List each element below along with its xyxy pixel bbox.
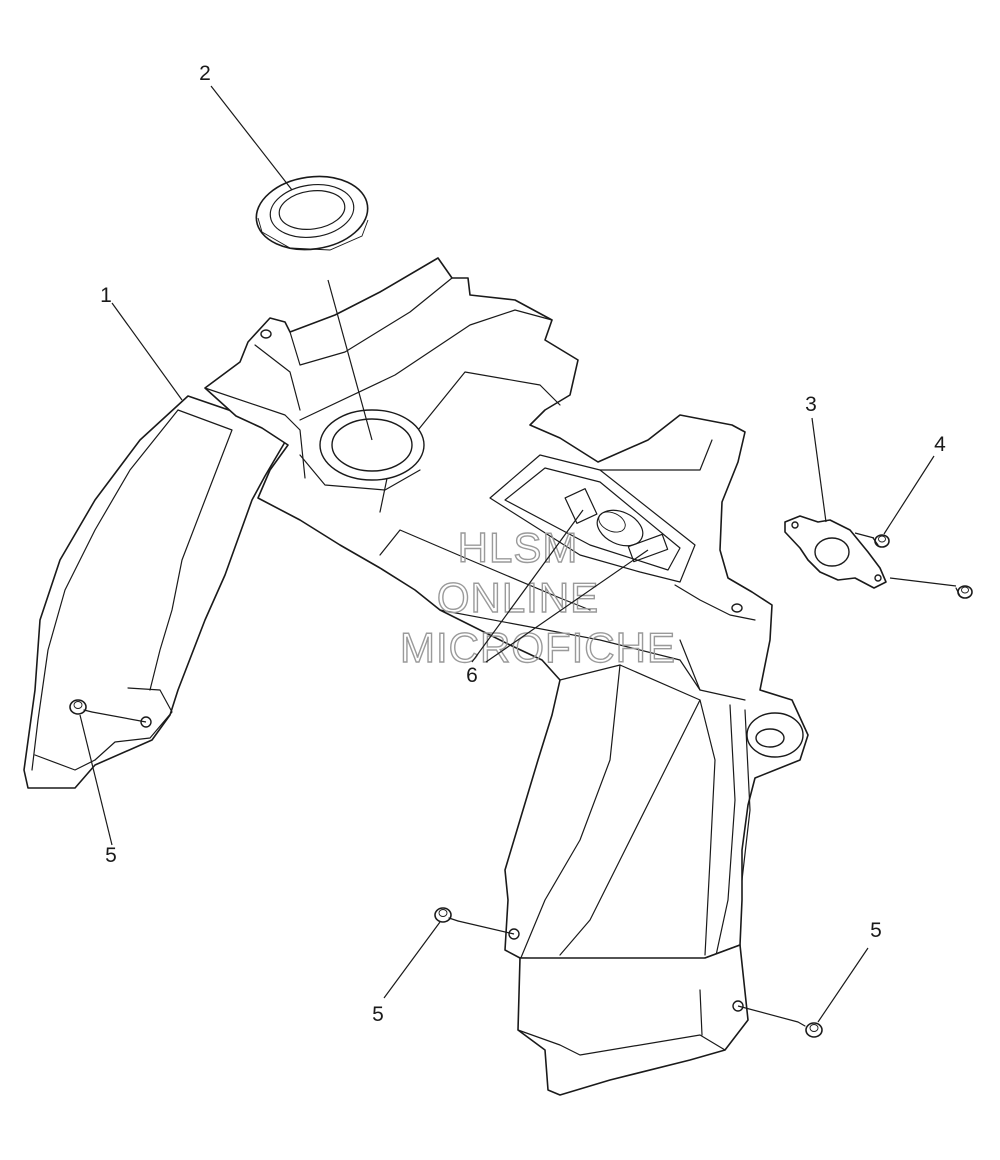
screw-plate-lower bbox=[955, 585, 973, 599]
watermark-line-3: MICROFICHE bbox=[400, 624, 676, 671]
callout-3: 3 bbox=[805, 393, 817, 416]
rivet-middle bbox=[434, 907, 459, 923]
tank-cover bbox=[23, 257, 809, 963]
callout-5-left: 5 bbox=[105, 844, 117, 867]
watermark-line-2: ONLINE bbox=[437, 574, 599, 621]
callout-5-right: 5 bbox=[870, 919, 882, 942]
screw-4 bbox=[872, 534, 890, 548]
filler-ring bbox=[255, 175, 369, 251]
callout-2: 2 bbox=[199, 62, 211, 85]
callout-labels: 1 2 3 4 5 5 5 6 bbox=[100, 62, 946, 1026]
rivet-left bbox=[69, 699, 93, 715]
mounting-plate bbox=[784, 515, 887, 589]
leader-lines bbox=[79, 85, 957, 1023]
tank-cover-lower-leg bbox=[517, 944, 749, 1096]
callout-5-middle: 5 bbox=[372, 1003, 384, 1026]
callout-4: 4 bbox=[934, 433, 946, 456]
callout-1: 1 bbox=[100, 284, 112, 307]
watermark-line-1: HLSM bbox=[458, 524, 579, 571]
rivet-right bbox=[797, 1021, 823, 1038]
watermark: HLSM ONLINE MICROFICHE bbox=[399, 523, 676, 671]
callout-6: 6 bbox=[466, 664, 478, 687]
